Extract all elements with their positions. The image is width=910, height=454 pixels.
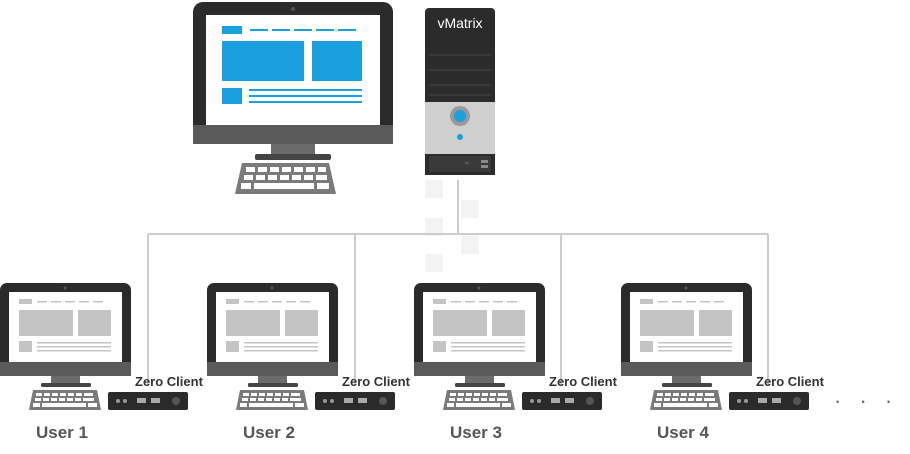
zero-client-box bbox=[729, 392, 809, 410]
client-monitor bbox=[0, 283, 131, 387]
continuation-dots: · · · · · · bbox=[834, 388, 910, 413]
user-label: User 1 bbox=[36, 423, 88, 442]
admin-monitor bbox=[193, 2, 393, 160]
client-monitor bbox=[207, 283, 338, 387]
zero-client-box bbox=[315, 392, 395, 410]
zero-client-box bbox=[522, 392, 602, 410]
client-keyboard bbox=[236, 390, 308, 410]
zero-client-label: Zero Client bbox=[549, 374, 618, 389]
client-keyboard bbox=[29, 390, 101, 410]
vmatrix-server bbox=[425, 8, 495, 175]
zero-client-label: Zero Client bbox=[342, 374, 411, 389]
client-keyboard bbox=[650, 390, 722, 410]
client-monitor bbox=[414, 283, 545, 387]
network-lines bbox=[147, 180, 769, 385]
admin-keyboard bbox=[235, 163, 336, 194]
zero-client-box bbox=[108, 392, 188, 410]
background-pattern bbox=[425, 180, 479, 272]
client-monitor bbox=[621, 283, 752, 387]
admin-screen-content bbox=[222, 26, 362, 104]
zero-client-label: Zero Client bbox=[756, 374, 825, 389]
user-label: User 4 bbox=[657, 423, 710, 442]
user-label: User 2 bbox=[243, 423, 295, 442]
zero-client-label: Zero Client bbox=[135, 374, 204, 389]
server-label: vMatrix bbox=[437, 15, 482, 31]
client-keyboard bbox=[443, 390, 515, 410]
user-label: User 3 bbox=[450, 423, 502, 442]
status-led-icon bbox=[457, 134, 463, 140]
